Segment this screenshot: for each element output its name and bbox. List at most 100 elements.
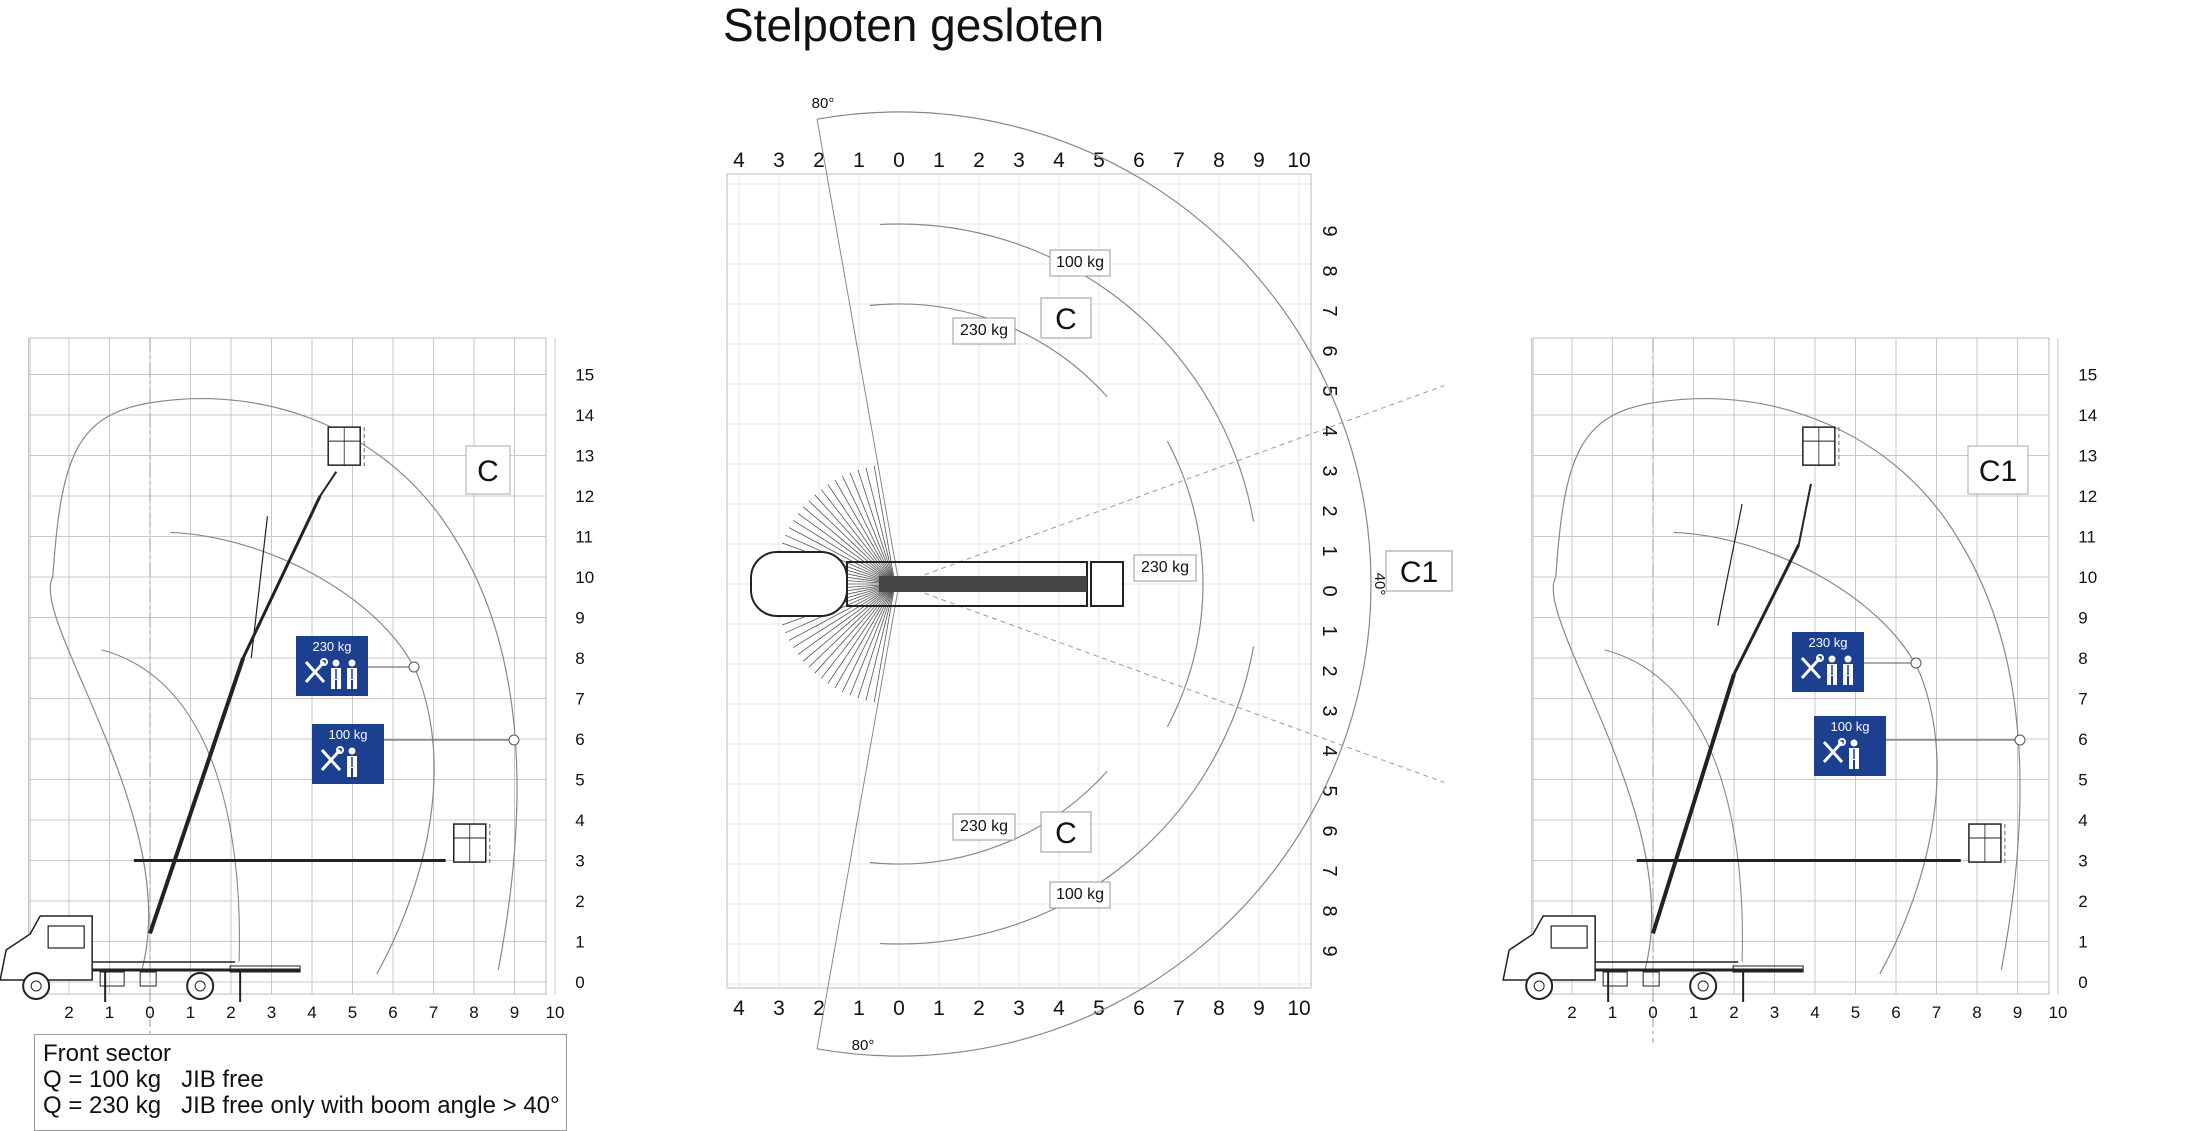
x-tick-label-bottom: 2 [813,997,825,1020]
x-tick-label-top: 4 [1053,149,1065,172]
zone-label-box: C [465,445,511,495]
platform-basket-icon [1802,426,1840,468]
y-tick-label: 6 [1318,825,1340,836]
y-tick-label: 11 [575,528,593,547]
x-tick-label-top: 6 [1133,149,1145,172]
load-badge-label: 230 kg [312,639,351,654]
notes-box: Front sector Q = 100 kg JIB free Q = 230… [34,1034,567,1131]
vehicle-top-view-icon [750,465,1124,703]
y-tick-label: 4 [1318,425,1340,436]
zone-label-c-bottom-text: C [1055,817,1077,850]
y-tick-label: 7 [575,690,584,709]
x-tick-label: 2 [64,1003,73,1022]
load-badge: 230 kg [1792,632,1922,692]
x-tick-label-top: 0 [893,149,905,172]
y-tick-label: 9 [1318,225,1340,236]
x-tick-label-top: 1 [933,149,945,172]
x-tick-label-top: 2 [973,149,985,172]
x-tick-label: 3 [1770,1003,1779,1022]
x-tick-label: 0 [145,1003,154,1022]
y-tick-label: 1 [1318,625,1340,636]
x-tick-label-top: 9 [1253,149,1265,172]
sector-line-80-top [816,119,900,585]
x-tick-label: 8 [1972,1003,1981,1022]
boom-section [241,495,322,659]
x-tick-label-top: 4 [733,149,745,172]
boom-section [1717,503,1743,626]
y-tick-label: 9 [1318,945,1340,956]
x-tick-label: 1 [1689,1003,1698,1022]
load-label-100kg-top: 100 kg [1049,249,1111,277]
angle-label-bottom: 80° [852,1037,875,1054]
zone-label-c-top-text: C [1055,303,1077,336]
x-tick-label-bottom: 2 [973,997,985,1020]
y-tick-label: 14 [575,406,594,425]
x-tick-label: 4 [307,1003,316,1022]
y-tick-label: 14 [2078,406,2097,425]
x-tick-label-bottom: 8 [1213,997,1225,1020]
platform-basket-icon [1968,823,2006,865]
y-tick-label: 9 [575,609,584,628]
load-badge-label: 230 kg [1808,635,1847,650]
y-tick-label: 7 [2078,690,2087,709]
notes-heading: Front sector [43,1040,172,1067]
y-tick-label: 2 [1318,665,1340,676]
y-tick-label: 5 [1318,785,1340,796]
arc-230kg-bottom [869,770,1108,865]
x-tick-label-bottom: 3 [773,997,785,1020]
load-badge-label: 100 kg [1830,719,1869,734]
platform-basket-icon [327,426,365,468]
y-tick-label: 3 [1318,465,1340,476]
x-tick-label: 8 [469,1003,478,1022]
inner-range-curve [170,531,435,975]
sector-line-80-bottom [816,583,900,1049]
y-tick-label: 5 [2078,771,2087,790]
x-tick-label: 1 [105,1003,114,1022]
y-tick-label: 15 [575,366,594,385]
y-tick-label: 0 [575,973,584,992]
y-tick-label: 10 [575,568,594,587]
y-tick-label: 6 [2078,730,2087,749]
y-tick-label: 7 [1318,305,1340,316]
zone-label: C1 [1979,455,2017,488]
y-tick-label: 15 [2078,366,2097,385]
y-tick-label: 3 [2078,852,2087,871]
x-tick-label: 6 [388,1003,397,1022]
inner-range-curve [1673,531,1938,975]
load-label-100kg-bottom-text: 100 kg [1056,886,1104,903]
y-tick-label: 13 [575,447,594,466]
zone-label: C [477,455,499,488]
x-tick-label-top: 1 [853,149,865,172]
x-tick-label-bottom: 7 [1173,997,1185,1020]
sector-line-40-top [898,385,1445,585]
load-label-230kg-top: 230 kg [952,317,1016,345]
y-tick-label: 0 [2078,973,2087,992]
x-tick-label: 2 [1729,1003,1738,1022]
load-label-100kg-bottom: 100 kg [1049,881,1111,909]
arc-100kg-top [880,223,1255,522]
angle-label-top: 80° [812,95,835,112]
x-tick-label: 2 [1567,1003,1576,1022]
y-tick-label: 7 [1318,865,1340,876]
boom-section [148,657,246,935]
x-tick-label: 5 [1851,1003,1860,1022]
y-tick-label: 1 [575,933,584,952]
y-tick-label: 5 [1318,385,1340,396]
y-tick-label: 13 [2078,447,2097,466]
boom-section [1732,543,1801,675]
y-tick-label: 8 [1318,905,1340,916]
zone-label-c1-text: C1 [1400,556,1438,589]
x-tick-label-bottom: 1 [853,997,865,1020]
zone-label-c-bottom: C [1040,811,1092,853]
load-label-230kg-bottom: 230 kg [952,813,1016,841]
x-tick-label: 1 [1608,1003,1617,1022]
load-label-230kg-side-text: 230 kg [1141,559,1189,576]
x-tick-label: 6 [1891,1003,1900,1022]
y-tick-label: 11 [2078,528,2096,547]
y-tick-label: 6 [575,730,584,749]
x-tick-label: 1 [186,1003,195,1022]
zone-label-c-top: C [1040,297,1092,339]
x-tick-label-top: 3 [1013,149,1025,172]
load-badge: 100 kg [312,724,520,784]
notes-line-1: Q = 100 kg JIB free [43,1066,264,1093]
